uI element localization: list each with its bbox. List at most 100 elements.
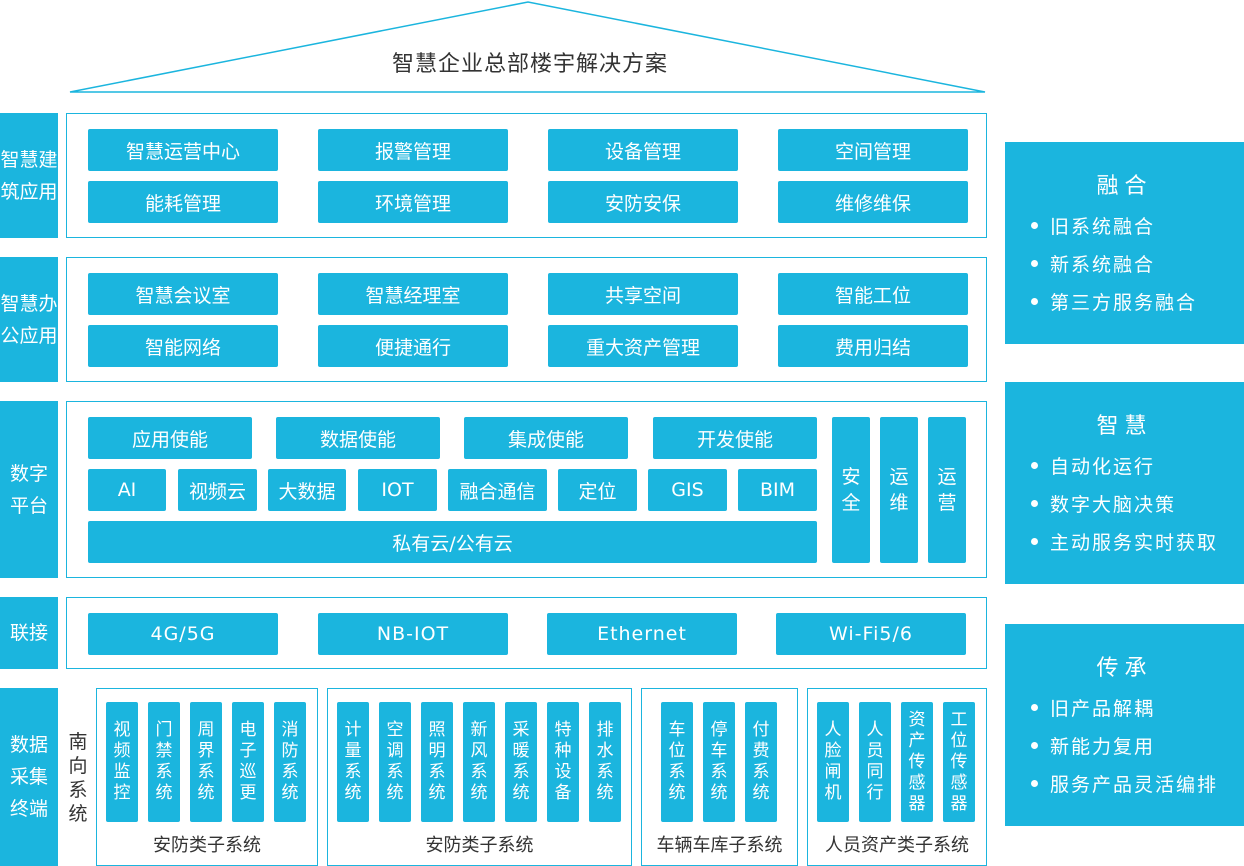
layer-label-platform: 数字平台: [0, 401, 58, 578]
subsystem-item-label: 停车系统: [710, 720, 728, 803]
office-item[interactable]: 智慧会议室: [88, 273, 278, 315]
pillar-item[interactable]: 安全: [832, 417, 870, 563]
tech-item[interactable]: 融合通信: [448, 469, 547, 511]
tech-item[interactable]: 视频云: [178, 469, 257, 511]
benefit-item-label: 新能力复用: [1050, 736, 1156, 758]
office-item[interactable]: 便捷通行: [318, 325, 508, 367]
subsystem-item[interactable]: 新风系统: [463, 702, 495, 822]
subsystem-item[interactable]: 人员同行: [859, 702, 891, 822]
tech-item[interactable]: 大数据: [268, 469, 346, 511]
benefit-box: 融合旧系统融合新系统融合第三方服务融合: [1005, 142, 1244, 344]
benefit-item: 第三方服务融合: [1031, 288, 1197, 315]
subsystem-item-label: 视频监控: [113, 720, 131, 803]
layer-label-collect: 数据采集终端: [0, 688, 58, 866]
benefit-item-label: 服务产品灵活编排: [1050, 774, 1219, 796]
subsystem-item-label: 人员同行: [866, 720, 884, 803]
subsystem-group-label: 安防类子系统: [425, 835, 534, 856]
benefit-item-label: 第三方服务融合: [1050, 292, 1198, 314]
benefit-item-label: 主动服务实时获取: [1050, 532, 1219, 554]
subsystem-item[interactable]: 人脸闸机: [817, 702, 849, 822]
subsystem-item[interactable]: 电子巡更: [232, 702, 264, 822]
subsystem-item[interactable]: 视频监控: [106, 702, 138, 822]
benefit-item: 新系统融合: [1031, 250, 1155, 277]
subsystem-item-label: 排水系统: [596, 720, 614, 803]
bullet-icon: [1031, 538, 1038, 545]
benefit-box: 智慧自动化运行数字大脑决策主动服务实时获取: [1005, 382, 1244, 584]
benefit-item-label: 旧产品解耦: [1050, 698, 1156, 720]
connect-item[interactable]: 4G/5G: [88, 613, 278, 655]
benefit-item: 新能力复用: [1031, 732, 1155, 759]
subsystem-item-label: 采暖系统: [512, 720, 530, 803]
layer-label-building: 智慧建筑应用: [0, 113, 58, 238]
bullet-icon: [1031, 780, 1038, 787]
building-item[interactable]: 维修维保: [778, 181, 968, 223]
tech-item[interactable]: GIS: [648, 469, 727, 511]
cloud-bar[interactable]: 私有云/公有云: [88, 521, 817, 563]
office-item[interactable]: 智能网络: [88, 325, 278, 367]
benefit-item-label: 旧系统融合: [1050, 216, 1156, 238]
bullet-icon: [1031, 704, 1038, 711]
building-item[interactable]: 报警管理: [318, 129, 508, 171]
connect-item[interactable]: NB-IOT: [318, 613, 508, 655]
pillar-label: 安全: [841, 466, 861, 514]
connect-item[interactable]: Ethernet: [547, 613, 737, 655]
benefit-title: 融合: [1096, 174, 1153, 199]
pillar-item[interactable]: 运营: [928, 417, 966, 563]
benefit-item-label: 自动化运行: [1050, 456, 1156, 478]
subsystem-item-label: 计量系统: [344, 720, 362, 803]
subsystem-item-label: 空调系统: [386, 720, 404, 803]
connect-item[interactable]: Wi-Fi5/6: [776, 613, 966, 655]
tech-item[interactable]: 定位: [558, 469, 637, 511]
south-system-label: 南向系统: [68, 731, 88, 825]
subsystem-item[interactable]: 工位传感器: [943, 702, 975, 822]
enabler-item[interactable]: 集成使能: [464, 417, 628, 459]
subsystem-item[interactable]: 周界系统: [190, 702, 222, 822]
office-item[interactable]: 重大资产管理: [548, 325, 738, 367]
subsystem-item[interactable]: 资产传感器: [901, 702, 933, 822]
bullet-icon: [1031, 462, 1038, 469]
subsystem-item[interactable]: 计量系统: [337, 702, 369, 822]
subsystem-item[interactable]: 空调系统: [379, 702, 411, 822]
bullet-icon: [1031, 260, 1038, 267]
subsystem-item-label: 工位传感器: [950, 709, 968, 814]
building-item[interactable]: 环境管理: [318, 181, 508, 223]
subsystem-item-label: 门禁系统: [155, 720, 173, 803]
subsystem-item[interactable]: 门禁系统: [148, 702, 180, 822]
bullet-icon: [1031, 222, 1038, 229]
subsystem-group-label: 人员资产类子系统: [825, 835, 969, 856]
subsystem-item[interactable]: 付费系统: [745, 702, 777, 822]
building-item[interactable]: 安防安保: [548, 181, 738, 223]
building-item[interactable]: 空间管理: [778, 129, 968, 171]
tech-item[interactable]: BIM: [738, 469, 817, 511]
office-item[interactable]: 费用归结: [778, 325, 968, 367]
tech-item[interactable]: AI: [88, 469, 166, 511]
bullet-icon: [1031, 298, 1038, 305]
office-item[interactable]: 共享空间: [548, 273, 738, 315]
office-item[interactable]: 智能工位: [778, 273, 968, 315]
subsystem-item[interactable]: 特种设备: [547, 702, 579, 822]
subsystem-item[interactable]: 照明系统: [421, 702, 453, 822]
subsystem-item[interactable]: 停车系统: [703, 702, 735, 822]
subsystem-item-label: 照明系统: [428, 720, 446, 803]
enabler-item[interactable]: 应用使能: [88, 417, 252, 459]
building-item[interactable]: 设备管理: [548, 129, 738, 171]
subsystem-item[interactable]: 车位系统: [661, 702, 693, 822]
enabler-item[interactable]: 开发使能: [653, 417, 817, 459]
tech-item[interactable]: IOT: [358, 469, 437, 511]
subsystem-item-label: 资产传感器: [908, 709, 926, 814]
subsystem-item-label: 周界系统: [197, 720, 215, 803]
subsystem-item[interactable]: 消防系统: [274, 702, 306, 822]
subsystem-item[interactable]: 采暖系统: [505, 702, 537, 822]
enabler-item[interactable]: 数据使能: [276, 417, 440, 459]
building-item[interactable]: 智慧运营中心: [88, 129, 278, 171]
pillar-item[interactable]: 运维: [880, 417, 918, 563]
benefit-item-label: 数字大脑决策: [1050, 494, 1177, 516]
office-item[interactable]: 智慧经理室: [318, 273, 508, 315]
benefit-item: 主动服务实时获取: [1031, 528, 1218, 555]
bullet-icon: [1031, 500, 1038, 507]
building-item[interactable]: 能耗管理: [88, 181, 278, 223]
benefit-item-label: 新系统融合: [1050, 254, 1156, 276]
benefit-item: 旧系统融合: [1031, 212, 1155, 239]
subsystem-item-label: 电子巡更: [239, 720, 257, 803]
subsystem-item[interactable]: 排水系统: [589, 702, 621, 822]
